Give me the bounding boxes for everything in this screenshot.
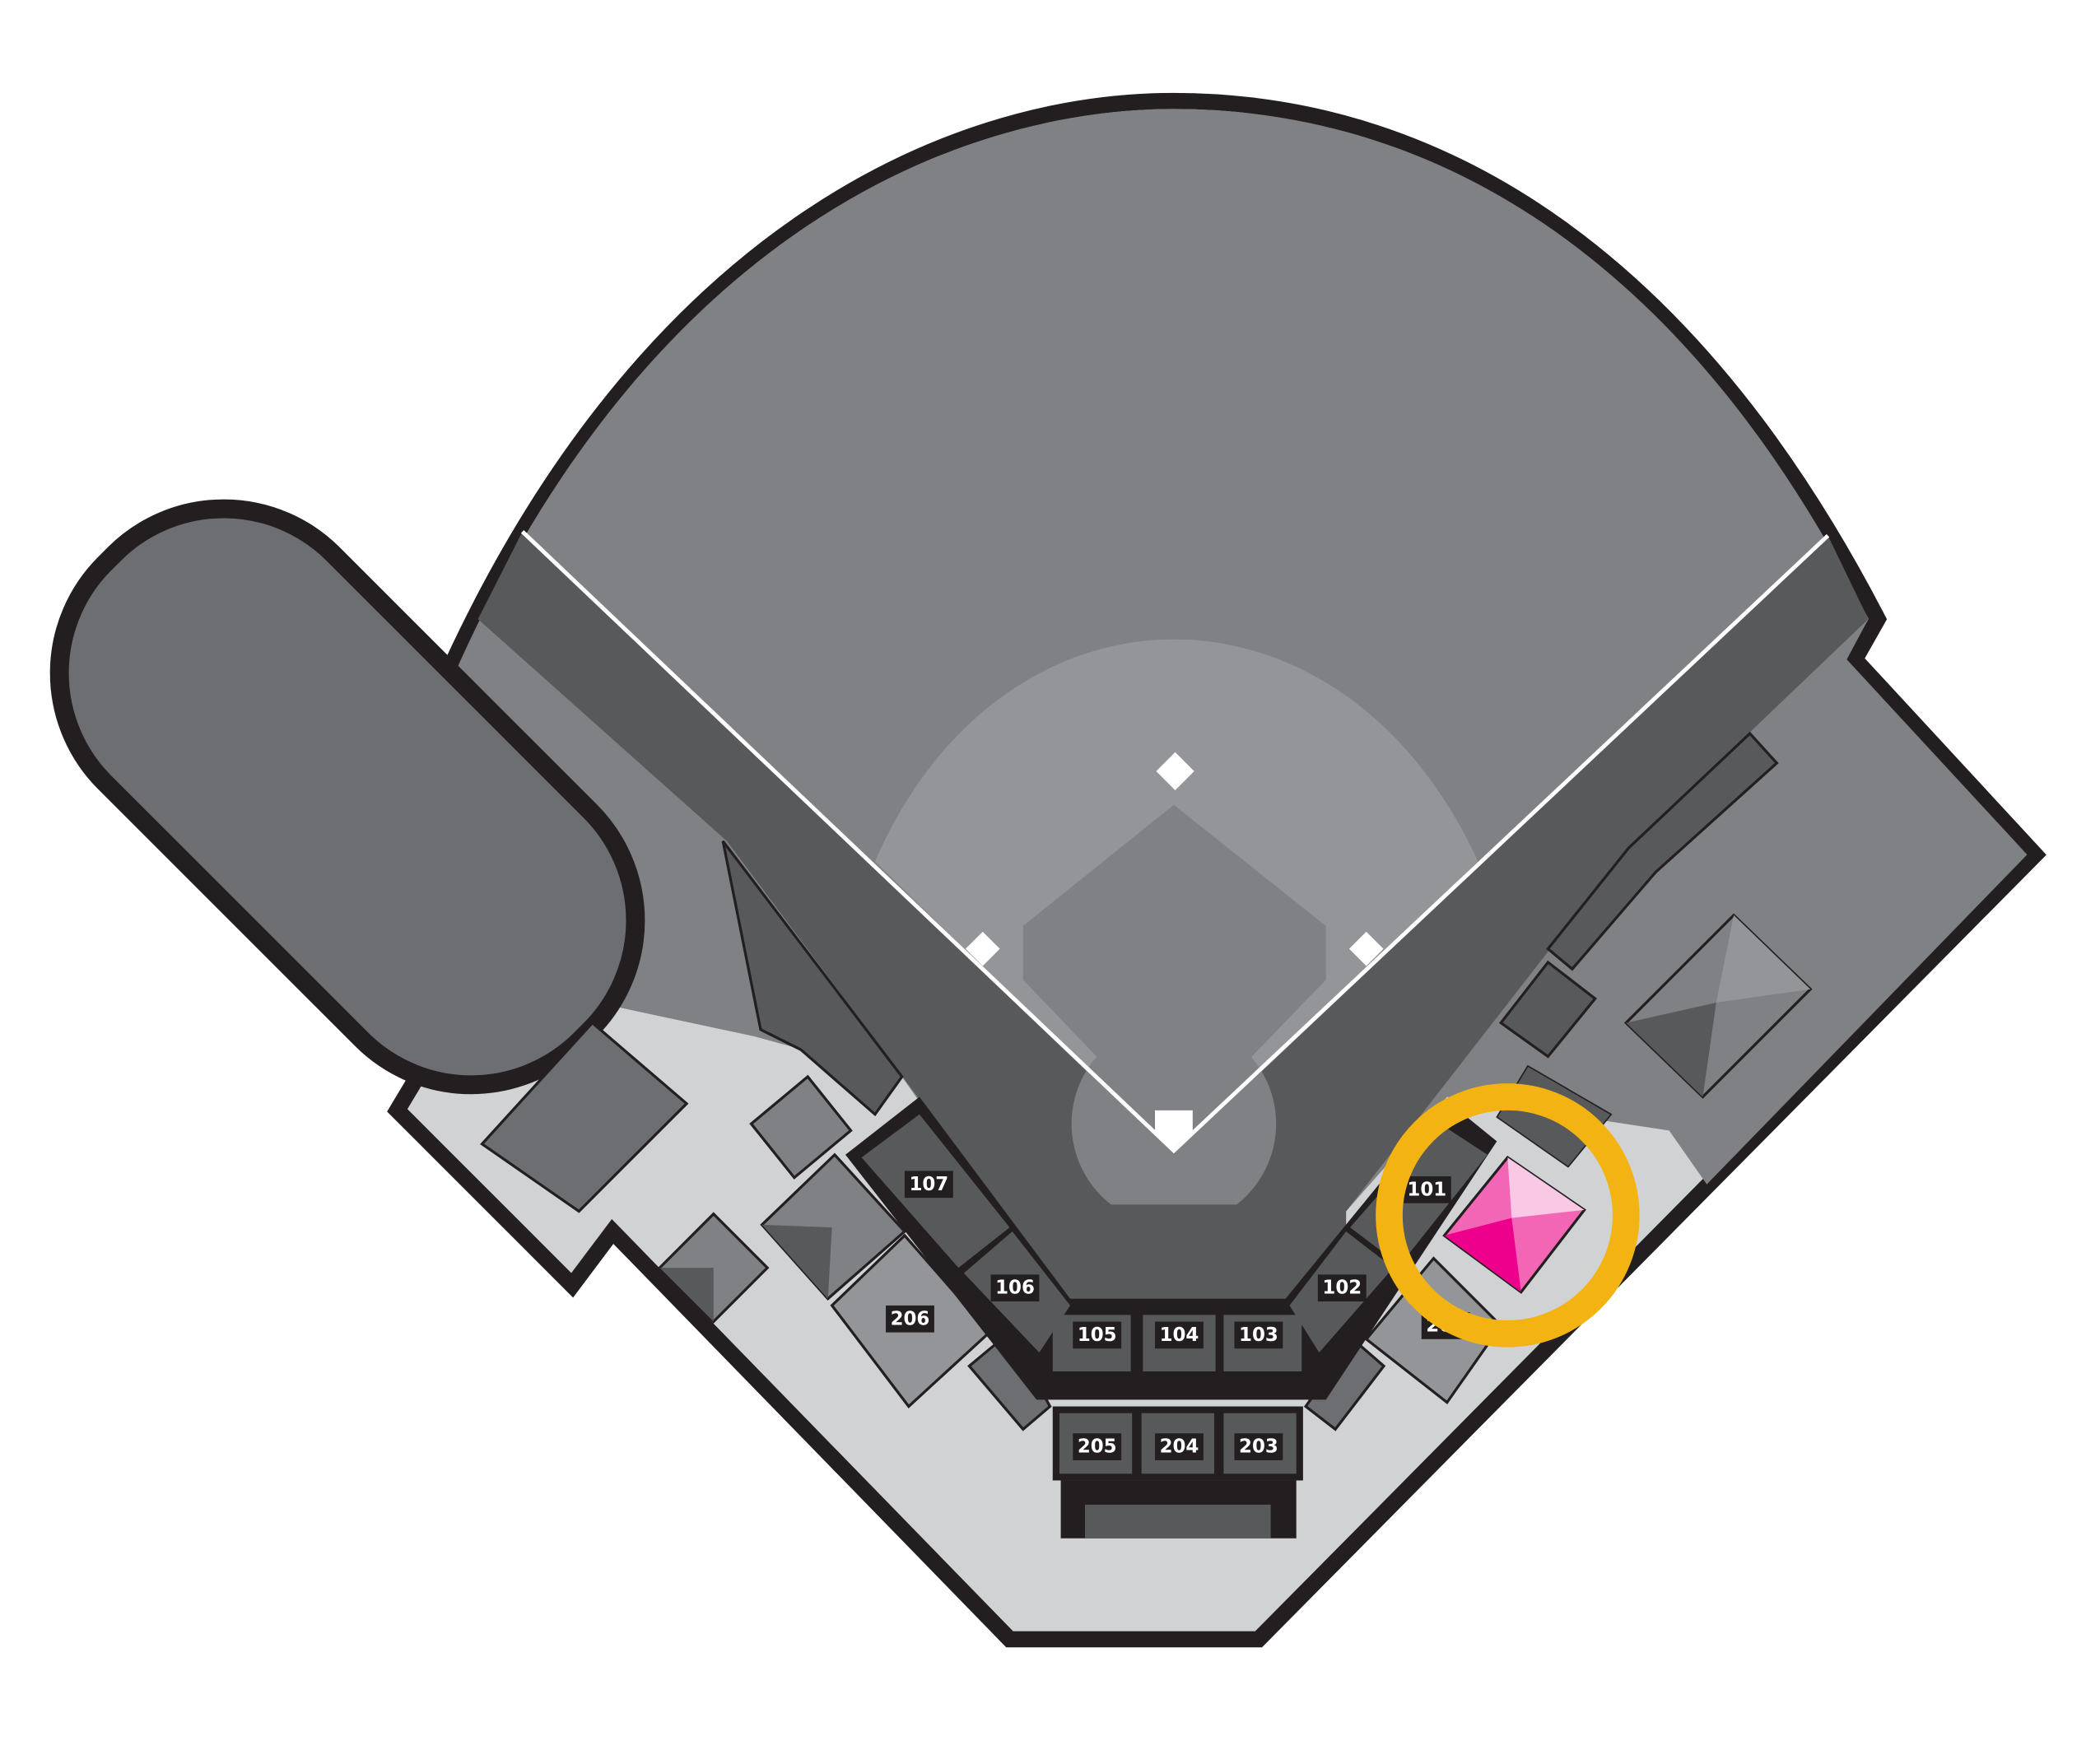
svg-text:106: 106 bbox=[995, 1278, 1035, 1299]
building bbox=[480, 1021, 689, 1213]
section-label-104: 104 bbox=[1155, 1321, 1204, 1349]
section-label-102: 102 bbox=[1317, 1274, 1367, 1302]
section-label-101: 101 bbox=[1402, 1175, 1451, 1203]
section-label-204: 204 bbox=[1155, 1433, 1204, 1460]
svg-text:206: 206 bbox=[891, 1308, 930, 1329]
svg-text:107: 107 bbox=[909, 1174, 948, 1195]
home-plate bbox=[1155, 1110, 1193, 1148]
section-label-103: 103 bbox=[1234, 1321, 1283, 1349]
left-field-building bbox=[721, 840, 904, 1117]
svg-text:105: 105 bbox=[1078, 1324, 1117, 1346]
section-label-206: 206 bbox=[886, 1305, 934, 1333]
svg-text:203: 203 bbox=[1239, 1436, 1278, 1458]
section-label-107: 107 bbox=[904, 1171, 953, 1199]
press-box-inner bbox=[1085, 1504, 1271, 1539]
highlight-ring bbox=[1376, 1083, 1640, 1348]
section-label-205: 205 bbox=[1073, 1433, 1122, 1460]
svg-text:205: 205 bbox=[1078, 1436, 1117, 1458]
building bbox=[1498, 960, 1597, 1059]
pyramid-icon bbox=[658, 1212, 770, 1324]
foul-territory-left bbox=[477, 531, 1174, 1212]
pyramid-icon bbox=[760, 1152, 907, 1301]
foul-territory-right bbox=[1173, 535, 1869, 1212]
building bbox=[749, 1074, 853, 1180]
section-label-203: 203 bbox=[1234, 1433, 1283, 1460]
svg-text:103: 103 bbox=[1239, 1324, 1278, 1346]
svg-text:204: 204 bbox=[1160, 1436, 1199, 1458]
right-walkway bbox=[1546, 731, 1779, 971]
svg-text:104: 104 bbox=[1160, 1324, 1199, 1346]
foul-lines bbox=[520, 530, 1830, 1154]
section-label-105: 105 bbox=[1073, 1321, 1122, 1349]
pyramid-icon bbox=[1623, 913, 1813, 1099]
infield-diamond bbox=[1022, 804, 1326, 1138]
section-label-106: 106 bbox=[990, 1274, 1040, 1302]
svg-text:102: 102 bbox=[1322, 1278, 1362, 1299]
svg-text:101: 101 bbox=[1407, 1179, 1446, 1200]
third-base bbox=[965, 931, 1000, 966]
location-marker-pyramid-icon[interactable] bbox=[1442, 1155, 1586, 1294]
